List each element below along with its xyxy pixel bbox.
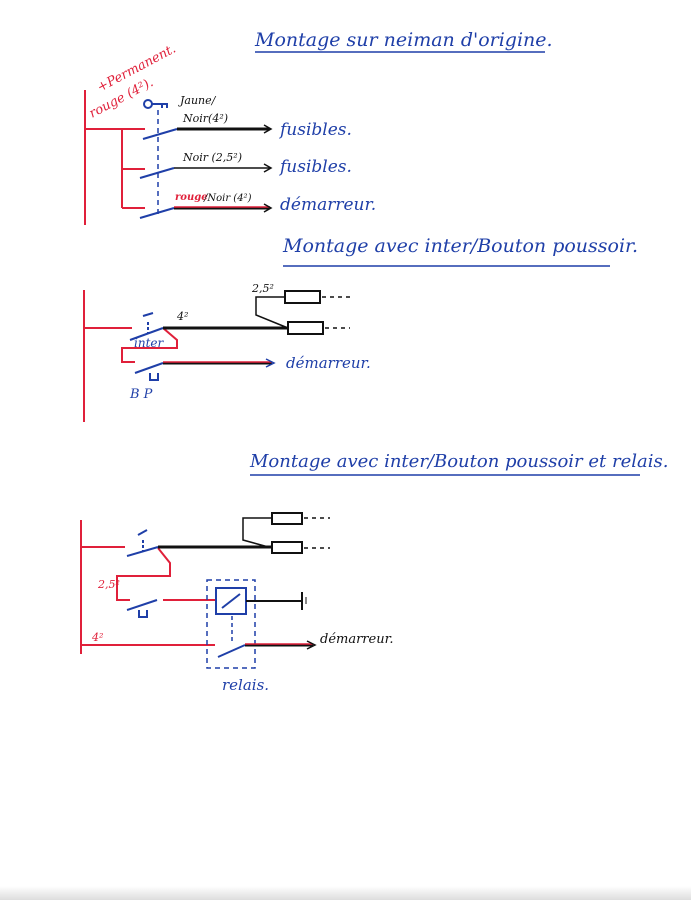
wire-starter: rouge /Noir (4²) démarreur. bbox=[174, 192, 376, 215]
wire-color-label: Jaune/ bbox=[178, 94, 217, 107]
fuse-icon bbox=[271, 512, 303, 525]
target-label: démarreur. bbox=[286, 354, 371, 372]
relay-enclosure bbox=[206, 579, 256, 669]
red-supply-wiring bbox=[83, 290, 178, 422]
wire-size-fuse: 2,5² bbox=[251, 282, 274, 295]
wire-accessory: Jaune/ Noir(4²) fusibles. bbox=[177, 94, 352, 140]
relay: relais. bbox=[206, 579, 269, 694]
inter-label: inter bbox=[134, 336, 164, 350]
red-supply-bus bbox=[84, 90, 145, 225]
wire-size-main: 4² bbox=[176, 310, 188, 323]
wire-color-label: Noir (2,5²) bbox=[182, 151, 242, 164]
inter-switch bbox=[126, 529, 159, 557]
wire-color-label-red: rouge bbox=[175, 192, 208, 203]
pushbutton-switch bbox=[134, 362, 164, 381]
wire-color-label: /Noir (4²) bbox=[203, 193, 252, 204]
wire-secondary: Noir (2,5²) fusibles. bbox=[174, 151, 352, 177]
fuse-connections bbox=[242, 512, 330, 554]
relay-label: relais. bbox=[222, 676, 269, 694]
target-label: démarreur. bbox=[320, 632, 394, 647]
pushbutton-switch bbox=[126, 599, 158, 618]
diagram-neiman-original: Montage sur neiman d'origine. +Permanent… bbox=[84, 29, 553, 225]
fuse-icon bbox=[284, 290, 321, 304]
arrow-icon bbox=[263, 203, 273, 213]
pushbutton-icon bbox=[138, 610, 148, 618]
fuse-icon bbox=[287, 321, 324, 335]
diagram1-title: Montage sur neiman d'origine. bbox=[254, 29, 553, 51]
arrow-icon bbox=[265, 358, 276, 368]
fuse-connections bbox=[255, 290, 350, 335]
key-icon bbox=[143, 99, 168, 109]
ground-icon bbox=[301, 592, 307, 610]
arrow-icon bbox=[263, 163, 273, 173]
target-label: démarreur. bbox=[280, 195, 376, 215]
wire-size-control: 2,5² bbox=[97, 578, 120, 591]
diagram2-title: Montage avec inter/Bouton poussoir. bbox=[282, 235, 638, 257]
scan-edge bbox=[0, 886, 691, 900]
arrow-icon bbox=[263, 124, 273, 134]
wire-size-power: 4² bbox=[91, 631, 103, 644]
wire-color-label: Noir(4²) bbox=[182, 112, 228, 125]
diagram-switch-pushbutton-relay: Montage avec inter/Bouton poussoir et re… bbox=[80, 451, 668, 694]
pushbutton-icon bbox=[149, 373, 159, 381]
inter-switch bbox=[129, 312, 164, 341]
arrow-icon bbox=[306, 640, 317, 650]
target-label: fusibles. bbox=[278, 120, 352, 140]
ignition-switches bbox=[139, 128, 178, 219]
relay-contact bbox=[217, 644, 246, 658]
diagram3-title: Montage avec inter/Bouton poussoir et re… bbox=[249, 451, 668, 472]
fuse-icon bbox=[271, 541, 303, 554]
diagram-switch-pushbutton: Montage avec inter/Bouton poussoir. inte… bbox=[83, 235, 638, 422]
bp-label: B P bbox=[129, 387, 153, 402]
target-label: fusibles. bbox=[278, 157, 352, 177]
